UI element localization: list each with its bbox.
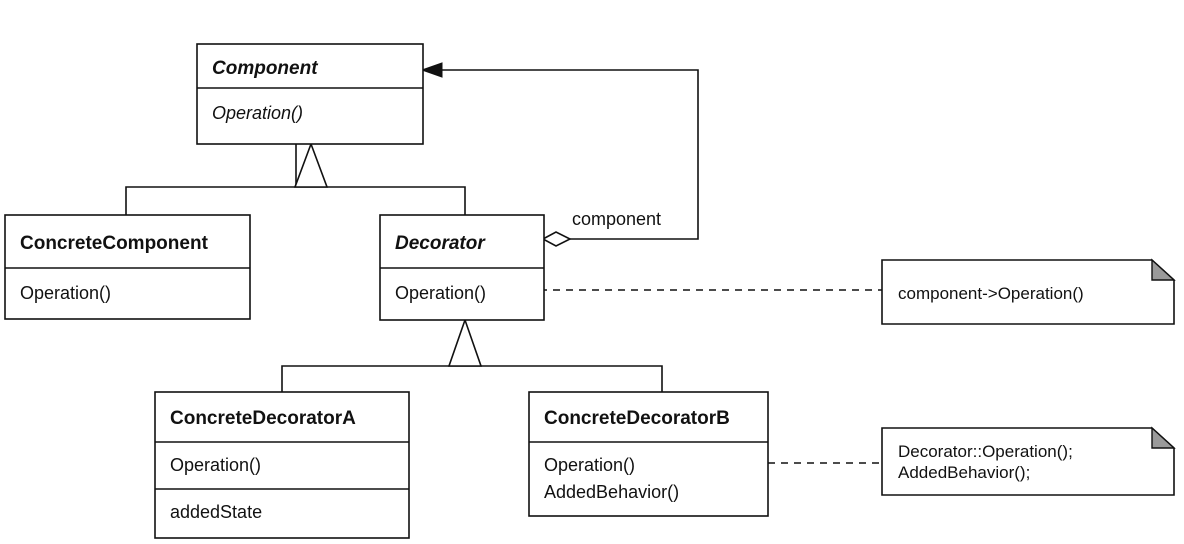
added-behavior-method: AddedBehavior() — [544, 482, 679, 502]
inheritance-arrow-decorator — [447, 317, 483, 367]
aggregation-label: component — [572, 209, 661, 229]
class-concrete-component: ConcreteComponent Operation() — [4, 214, 251, 320]
operation-method: Operation() — [544, 455, 635, 475]
note-text-line-1: Decorator::Operation(); — [898, 442, 1073, 461]
note-decorator-operation: component->Operation() — [881, 258, 1176, 325]
note-concrete-b-operation: Decorator::Operation(); AddedBehavior(); — [881, 426, 1176, 496]
operation-method: Operation() — [212, 103, 303, 123]
operation-method: Operation() — [20, 283, 111, 303]
class-name: ConcreteDecoratorB — [544, 408, 730, 429]
class-concrete-decorator-b: ConcreteDecoratorB Operation() AddedBeha… — [528, 391, 769, 517]
inheritance-tree-component — [125, 144, 466, 215]
class-component: Component Operation() — [196, 43, 424, 145]
class-concrete-decorator-a: ConcreteDecoratorA Operation() addedStat… — [154, 391, 410, 539]
aggregation-line — [440, 69, 699, 240]
inheritance-arrow-component — [293, 141, 329, 188]
operation-method: Operation() — [170, 455, 261, 475]
note-text: component->Operation() — [898, 284, 1084, 303]
aggregation-diamond — [541, 231, 572, 247]
class-name: ConcreteDecoratorA — [170, 408, 356, 429]
class-name: Component — [212, 58, 318, 79]
class-name: Decorator — [395, 233, 486, 254]
class-decorator: Decorator Operation() — [379, 214, 545, 321]
operation-method: Operation() — [395, 283, 486, 303]
added-state-attribute: addedState — [170, 502, 262, 522]
aggregation-arrowhead — [420, 62, 443, 78]
note-text-line-2: AddedBehavior(); — [898, 463, 1030, 482]
class-name: ConcreteComponent — [20, 233, 209, 254]
